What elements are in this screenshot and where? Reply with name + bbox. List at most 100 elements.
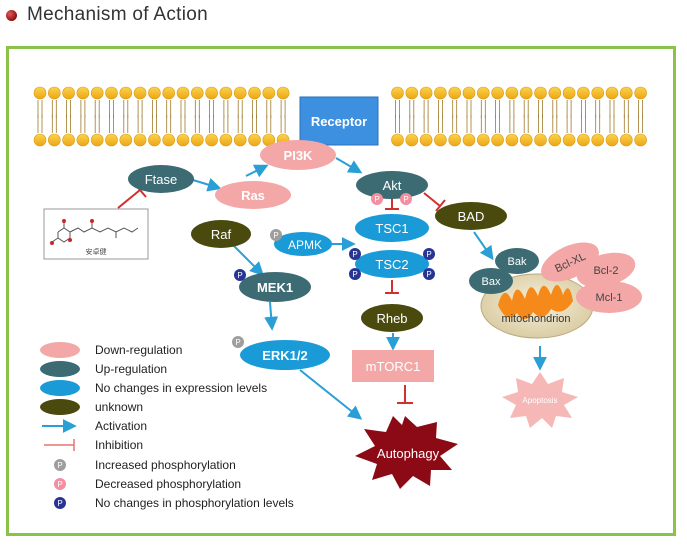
- lipid-head: [262, 86, 276, 100]
- lipid-head: [233, 86, 247, 100]
- svg-text:No changes in phosphorylation: No changes in phosphorylation levels: [95, 496, 294, 510]
- node-autophagy: Autophagy: [355, 416, 458, 489]
- node-pi3k: PI3K: [260, 140, 336, 170]
- compound-structure: 安卓健: [43, 208, 149, 260]
- svg-text:No changes in expression level: No changes in expression levels: [95, 381, 267, 395]
- lipid-tail: [538, 115, 543, 133]
- node-bad: BAD: [435, 202, 507, 230]
- svg-text:P: P: [57, 461, 62, 470]
- lipid-head: [205, 86, 218, 100]
- lipid-head: [62, 86, 75, 100]
- phospho-apmk-increased: P: [270, 229, 282, 241]
- lipid-tail: [94, 115, 100, 133]
- svg-text:APMK: APMK: [288, 238, 322, 252]
- lipid-tail: [509, 100, 515, 118]
- lipid-head: [148, 133, 161, 147]
- lipid-head: [62, 133, 75, 147]
- lipid-head: [119, 133, 133, 147]
- lipid-head: [519, 86, 533, 100]
- receptor: Receptor: [299, 96, 379, 146]
- svg-text:PI3K: PI3K: [284, 148, 314, 163]
- node-tsc1: TSC1: [355, 214, 429, 242]
- lipid-head: [434, 133, 447, 147]
- lipid-tail: [166, 100, 172, 118]
- lipid-head: [476, 133, 490, 147]
- lipid-tail: [109, 100, 114, 118]
- lipid-tail: [509, 115, 515, 133]
- lipid-tail: [623, 100, 629, 118]
- svg-text:P: P: [235, 338, 240, 347]
- lipid-tail: [223, 100, 229, 118]
- node-ras: Ras: [215, 181, 291, 209]
- node-apoptosis: Apoptosis: [502, 372, 578, 428]
- svg-text:P: P: [273, 231, 278, 240]
- lipid-head: [33, 86, 47, 100]
- lipid-head: [619, 86, 633, 100]
- inhibition-akt-bad: [423, 192, 446, 212]
- svg-text:P: P: [403, 195, 408, 204]
- lipid-head: [534, 133, 547, 147]
- svg-text:Autophagy: Autophagy: [377, 446, 440, 461]
- legend-inhibition: Inhibition: [44, 438, 143, 452]
- section-header: Mechanism of Action: [6, 2, 208, 28]
- svg-text:Activation: Activation: [95, 419, 147, 433]
- mitochondrion: mitochondrion: [480, 273, 594, 339]
- lipid-head: [448, 86, 462, 100]
- phospho-tsc-right-2: P: [423, 268, 435, 280]
- svg-text:P: P: [426, 270, 431, 279]
- lipid-head: [491, 86, 504, 100]
- node-bcl2: Bcl-2: [576, 252, 636, 288]
- svg-text:Raf: Raf: [211, 227, 232, 242]
- phospho-mek1-nochange: P: [234, 269, 246, 281]
- svg-text:MEK1: MEK1: [257, 280, 293, 295]
- lipid-tail: [209, 100, 214, 118]
- lipid-head: [391, 133, 404, 147]
- lipid-head: [434, 86, 447, 100]
- lipid-head: [591, 86, 605, 100]
- svg-text:Bak: Bak: [508, 256, 527, 268]
- svg-text:ERK1/2: ERK1/2: [262, 348, 308, 363]
- arrow-pi3k-akt: [335, 157, 363, 174]
- lipid-tail: [523, 100, 529, 118]
- svg-text:Inhibition: Inhibition: [95, 438, 143, 452]
- lipid-tail: [80, 115, 86, 133]
- lipid-tail: [137, 100, 143, 118]
- lipid-head: [176, 133, 190, 147]
- node-mtorc1: mTORC1: [352, 350, 434, 382]
- lipid-head: [419, 86, 433, 100]
- lipid-tail: [581, 115, 586, 133]
- legend-up: Up-regulation: [40, 361, 167, 377]
- legend-inc-phos: P Increased phosphorylation: [54, 458, 236, 472]
- lipid-head: [76, 133, 90, 147]
- lipid-head: [133, 86, 147, 100]
- lipid-tail: [538, 100, 543, 118]
- lipid-tail: [109, 115, 114, 133]
- svg-text:P: P: [57, 499, 62, 508]
- lipid-head: [448, 133, 462, 147]
- lipid-tail: [609, 115, 615, 133]
- phospho-erk-increased: P: [232, 336, 244, 348]
- lipid-tail: [466, 100, 472, 118]
- lipid-tail: [609, 100, 615, 118]
- lipid-head: [577, 133, 590, 147]
- node-apmk: APMK: [274, 232, 332, 256]
- lipid-head: [391, 86, 404, 100]
- lipid-tail: [280, 100, 286, 118]
- phospho-akt-decreased-2: P: [400, 193, 412, 205]
- lipid-head: [405, 133, 419, 147]
- svg-text:Mcl-1: Mcl-1: [596, 292, 623, 304]
- phospho-akt-decreased: P: [371, 193, 383, 205]
- svg-text:Ftase: Ftase: [145, 172, 178, 187]
- node-bax: Bax: [469, 268, 513, 294]
- node-ftase: Ftase: [128, 165, 194, 193]
- lipid-tail: [37, 100, 43, 118]
- lipid-head: [105, 86, 118, 100]
- svg-text:P: P: [352, 270, 357, 279]
- lipid-tail: [566, 100, 572, 118]
- lipid-tail: [51, 115, 57, 133]
- svg-text:P: P: [237, 271, 242, 280]
- lipid-head: [505, 133, 519, 147]
- lipid-head: [133, 133, 147, 147]
- arrow-erk-autophagy: [299, 369, 363, 420]
